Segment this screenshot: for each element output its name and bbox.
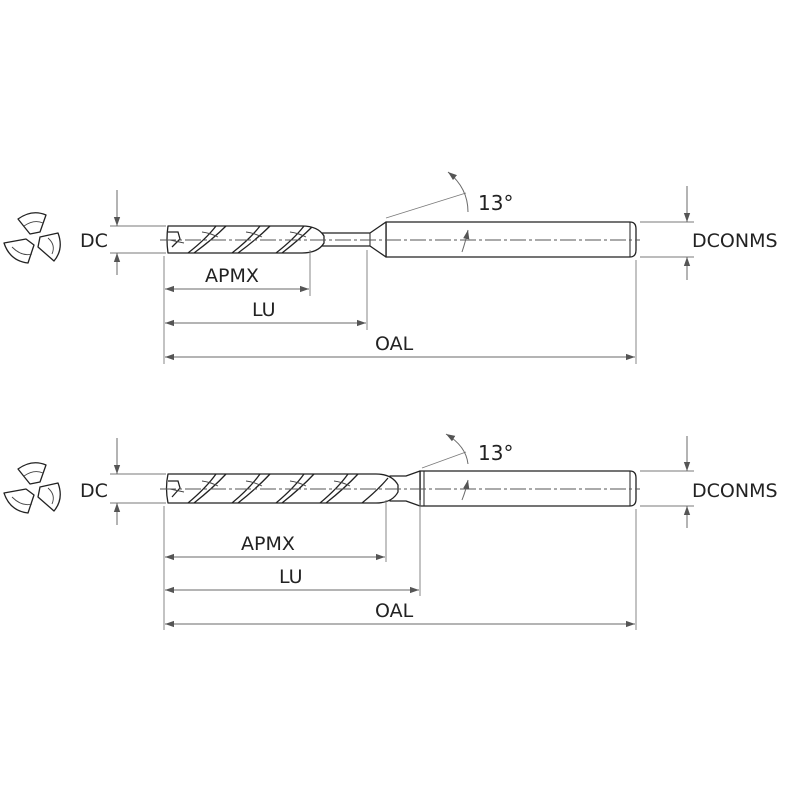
taper-angle: 13°	[421, 433, 513, 501]
dc-label: DC	[80, 230, 108, 252]
taper-angle: 13°	[385, 171, 513, 253]
end-mill-view-long: DC DCONMS 13° APMX LU OAL	[3, 433, 778, 630]
lu-label: LU	[252, 299, 276, 321]
dconms-label: DCONMS	[692, 230, 778, 252]
dc-dimension: DC	[80, 190, 166, 275]
dconms-dimension: DCONMS	[640, 436, 778, 528]
dc-dimension: DC	[80, 438, 166, 525]
oal-label: OAL	[375, 333, 414, 355]
cutter-body	[165, 470, 637, 507]
apmx-label: APMX	[205, 265, 259, 287]
dconms-label: DCONMS	[692, 480, 778, 502]
cutter-end-view	[3, 212, 61, 264]
end-mill-view-short: DC DCONMS 13° APMX LU	[3, 171, 778, 364]
length-dimensions: APMX LU OAL	[163, 250, 637, 364]
apmx-label: APMX	[241, 533, 295, 555]
angle-label: 13°	[478, 441, 513, 465]
cutter-body	[166, 221, 637, 258]
dc-label: DC	[80, 480, 108, 502]
oal-label: OAL	[375, 600, 414, 622]
cutter-end-view	[3, 462, 61, 514]
dconms-dimension: DCONMS	[640, 186, 778, 280]
angle-label: 13°	[478, 191, 513, 215]
lu-label: LU	[279, 566, 303, 588]
length-dimensions: APMX LU OAL	[163, 500, 637, 630]
